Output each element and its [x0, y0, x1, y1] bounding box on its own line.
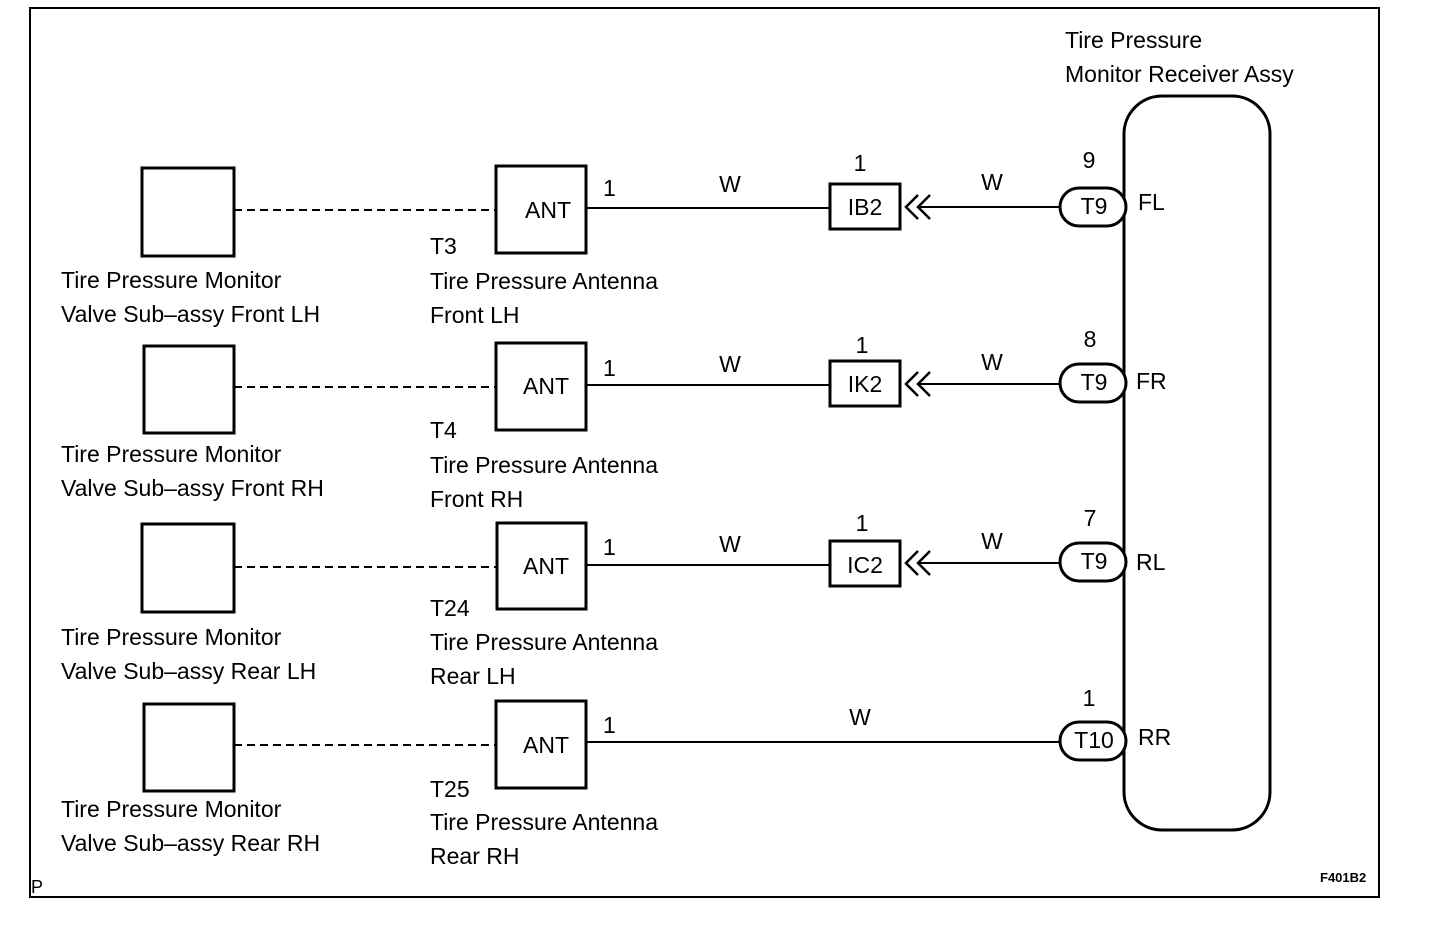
valve-label-line1: Tire Pressure Monitor [61, 267, 282, 293]
connector-oval [1058, 720, 1128, 762]
terminal-label: FR [1136, 368, 1167, 394]
diagram-frame [29, 7, 1380, 898]
antenna-code: T3 [430, 233, 457, 259]
connector-pin: 9 [1083, 147, 1096, 173]
valve-label-line2: Valve Sub–assy Front LH [61, 301, 320, 327]
valve-label-line1: Tire Pressure Monitor [61, 796, 282, 822]
wire-color-2: W [981, 169, 1003, 195]
antenna-box-label: ANT [523, 373, 569, 399]
terminal-label: FL [1138, 189, 1165, 215]
antenna-code: T24 [430, 595, 470, 621]
antenna-label-line1: Tire Pressure Antenna [430, 629, 658, 655]
wire-color-1: W [849, 704, 871, 730]
wire-color-2: W [981, 349, 1003, 375]
figure-code: F401B2 [1320, 870, 1366, 885]
wire-color-2: W [981, 528, 1003, 554]
valve-box [140, 166, 236, 258]
antenna-label-line2: Front RH [430, 486, 523, 512]
receiver-title-line1: Tire Pressure [1065, 27, 1202, 53]
connector-label: T9 [1081, 369, 1108, 395]
wire-color-1: W [719, 171, 741, 197]
valve-label-line1: Tire Pressure Monitor [61, 441, 282, 467]
junction-label: IC2 [847, 552, 883, 578]
antenna-pin: 1 [603, 712, 616, 738]
connector-pin: 8 [1084, 326, 1097, 352]
connector-label: T10 [1074, 727, 1114, 753]
receiver-title-line2: Monitor Receiver Assy [1065, 61, 1294, 87]
antenna-code: T25 [430, 776, 470, 802]
antenna-box [494, 164, 588, 255]
antenna-label-line1: Tire Pressure Antenna [430, 268, 658, 294]
antenna-box [494, 699, 588, 790]
connector-pin: 1 [1083, 685, 1096, 711]
channel-rl: Tire Pressure Monitor Valve Sub–assy Rea… [61, 505, 1166, 689]
junction-label: IK2 [848, 371, 883, 397]
connector-label: T9 [1081, 548, 1108, 574]
antenna-label-line2: Front LH [430, 302, 519, 328]
valve-box [140, 522, 236, 614]
antenna-box [494, 341, 588, 432]
antenna-box-label: ANT [523, 732, 569, 758]
channel-fr: Tire Pressure Monitor Valve Sub–assy Fro… [61, 326, 1167, 512]
junction-box [828, 359, 902, 408]
antenna-pin: 1 [603, 175, 616, 201]
antenna-label-line1: Tire Pressure Antenna [430, 809, 658, 835]
junction-pin: 1 [856, 510, 869, 536]
connector-label: T9 [1081, 193, 1108, 219]
antenna-box-label: ANT [523, 553, 569, 579]
valve-label-line1: Tire Pressure Monitor [61, 624, 282, 650]
connector-oval [1058, 362, 1128, 404]
junction-pin: 1 [856, 332, 869, 358]
valve-label-line2: Valve Sub–assy Rear LH [61, 658, 316, 684]
terminal-label: RR [1138, 724, 1171, 750]
antenna-pin: 1 [603, 534, 616, 560]
wire-color-1: W [719, 531, 741, 557]
junction-box [828, 539, 902, 588]
valve-box [142, 702, 236, 793]
terminal-label: RL [1136, 549, 1166, 575]
junction-label: IB2 [848, 194, 883, 220]
connector-pin: 7 [1084, 505, 1097, 531]
wire-color-1: W [719, 351, 741, 377]
receiver-body [1122, 94, 1272, 832]
channel-fl: Tire Pressure Monitor Valve Sub–assy Fro… [61, 147, 1165, 328]
channel-rr: Tire Pressure Monitor Valve Sub–assy Rea… [61, 685, 1171, 869]
valve-box [142, 344, 236, 435]
valve-label-line2: Valve Sub–assy Front RH [61, 475, 324, 501]
antenna-pin: 1 [603, 355, 616, 381]
junction-box [828, 182, 902, 231]
antenna-code: T4 [430, 417, 457, 443]
junction-pin: 1 [854, 150, 867, 176]
antenna-label-line1: Tire Pressure Antenna [430, 452, 658, 478]
antenna-label-line2: Rear LH [430, 663, 516, 689]
valve-label-line2: Valve Sub–assy Rear RH [61, 830, 320, 856]
connector-oval [1058, 541, 1128, 583]
antenna-label-line2: Rear RH [430, 843, 519, 869]
corner-letter: P [31, 877, 43, 897]
connector-oval [1058, 186, 1128, 228]
antenna-box-label: ANT [525, 197, 571, 223]
